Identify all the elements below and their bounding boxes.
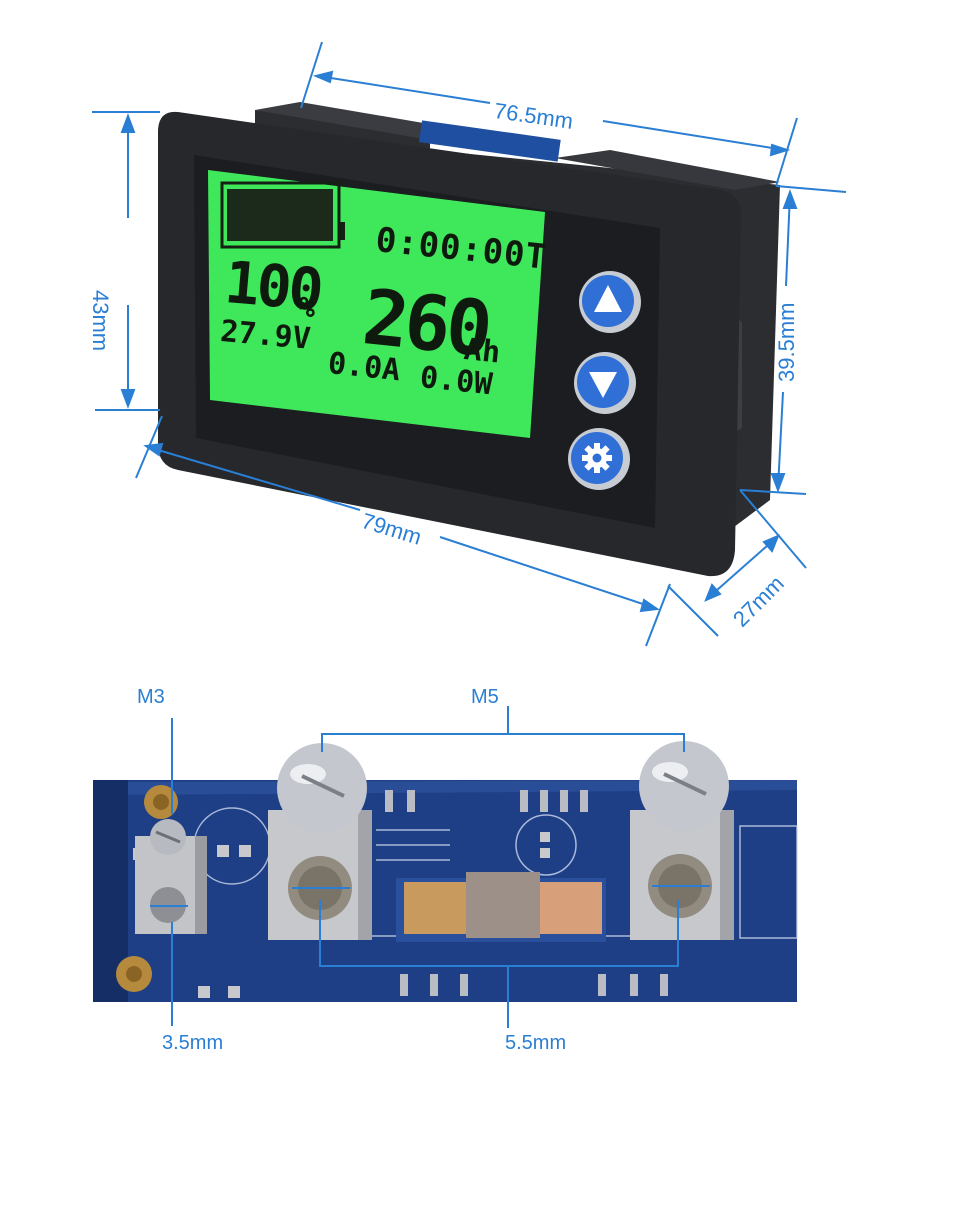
up-arrow-icon <box>594 285 622 312</box>
arrowhead <box>762 534 780 553</box>
top-width-line-b <box>602 120 786 151</box>
right-height-ext-top <box>775 185 847 193</box>
bottom-width-ext-right <box>645 583 671 647</box>
silk-circle <box>515 814 577 876</box>
header-pin <box>560 790 568 812</box>
terminal-m5-left-side <box>358 810 372 940</box>
arrowhead <box>769 143 791 157</box>
terminal-m5-right-side <box>720 810 734 940</box>
terminal-m5-left-screw-shine <box>290 764 326 784</box>
solder-pad <box>540 848 550 858</box>
terminal-m5-right-screw <box>639 741 729 831</box>
lcd-current: 0.0A <box>326 346 402 389</box>
dimension-left-height: 43mm <box>88 290 113 352</box>
pcb-terminal-illustration <box>93 706 798 1028</box>
header-pin <box>630 974 638 996</box>
header-pin <box>430 974 438 996</box>
solder-pad <box>239 845 251 857</box>
terminal-m3-side <box>195 836 207 934</box>
depth-ext-bottom <box>667 585 719 637</box>
pcb-edge <box>419 120 561 162</box>
label-hole-large: 5.5mm <box>505 1032 567 1054</box>
solder-pad <box>228 986 240 998</box>
solder-pad <box>540 832 550 842</box>
shunt-copper-left <box>404 882 466 934</box>
right-height-line-a <box>785 193 791 287</box>
arrowhead <box>770 473 786 493</box>
header-pin <box>385 790 393 812</box>
battery-icon-fill <box>227 189 333 241</box>
arrowhead <box>143 442 164 457</box>
top-width-line-a <box>317 75 491 104</box>
solder-pad <box>217 845 229 857</box>
display-module-illustration <box>92 41 847 647</box>
shunt-copper-right <box>540 882 602 934</box>
shunt-center <box>466 872 540 938</box>
lcd-power: 0.0W <box>418 360 494 403</box>
header-pin <box>580 790 588 812</box>
callout-m5-bracket <box>321 733 685 752</box>
arrowhead <box>639 598 660 613</box>
header-pin <box>660 974 668 996</box>
header-pin <box>520 790 528 812</box>
gear-icon <box>582 443 612 473</box>
silk-rect <box>739 825 798 939</box>
terminal-m5-left-screw-slot <box>301 774 345 798</box>
dimension-right-height: 39.5mm <box>774 302 799 382</box>
rear-housing-top <box>255 102 435 140</box>
battery-icon-tip <box>339 222 345 240</box>
arrowhead <box>782 189 798 209</box>
brass-screw <box>153 794 169 810</box>
terminal-m3-screw-slot <box>155 830 181 844</box>
terminal-m5-right-screw-shine <box>652 762 688 782</box>
arrowhead <box>704 583 722 602</box>
header-pin <box>407 790 415 812</box>
lcd-soc-unit: % <box>297 290 317 325</box>
label-m5: M5 <box>471 686 499 708</box>
top-width-ext-left <box>300 41 323 109</box>
arrowhead <box>312 70 334 84</box>
rear-housing-right <box>555 150 780 190</box>
top-width-ext-right <box>775 117 798 187</box>
down-arrow-icon <box>589 372 617 398</box>
terminal-m5-right-screw-slot <box>663 772 707 796</box>
battery-icon-outline <box>220 181 341 249</box>
depth-line <box>707 537 777 599</box>
label-m3: M3 <box>137 686 165 708</box>
bottom-width-line-b <box>439 536 656 609</box>
arrowhead <box>120 389 136 409</box>
bottom-width-line-a <box>147 446 361 511</box>
depth-ext-top <box>739 489 807 569</box>
arrowhead <box>120 113 136 133</box>
terminal-m5-left-screw <box>277 743 367 833</box>
solder-pad <box>198 986 210 998</box>
header-pin <box>540 790 548 812</box>
header-pin <box>598 974 606 996</box>
header-pin <box>400 974 408 996</box>
right-height-ext-bottom <box>739 489 807 495</box>
callout-5-5mm-bracket <box>319 900 679 967</box>
right-height-line-b <box>777 391 784 489</box>
label-hole-small: 3.5mm <box>162 1032 224 1054</box>
brass-screw <box>126 966 142 982</box>
header-pin <box>460 974 468 996</box>
